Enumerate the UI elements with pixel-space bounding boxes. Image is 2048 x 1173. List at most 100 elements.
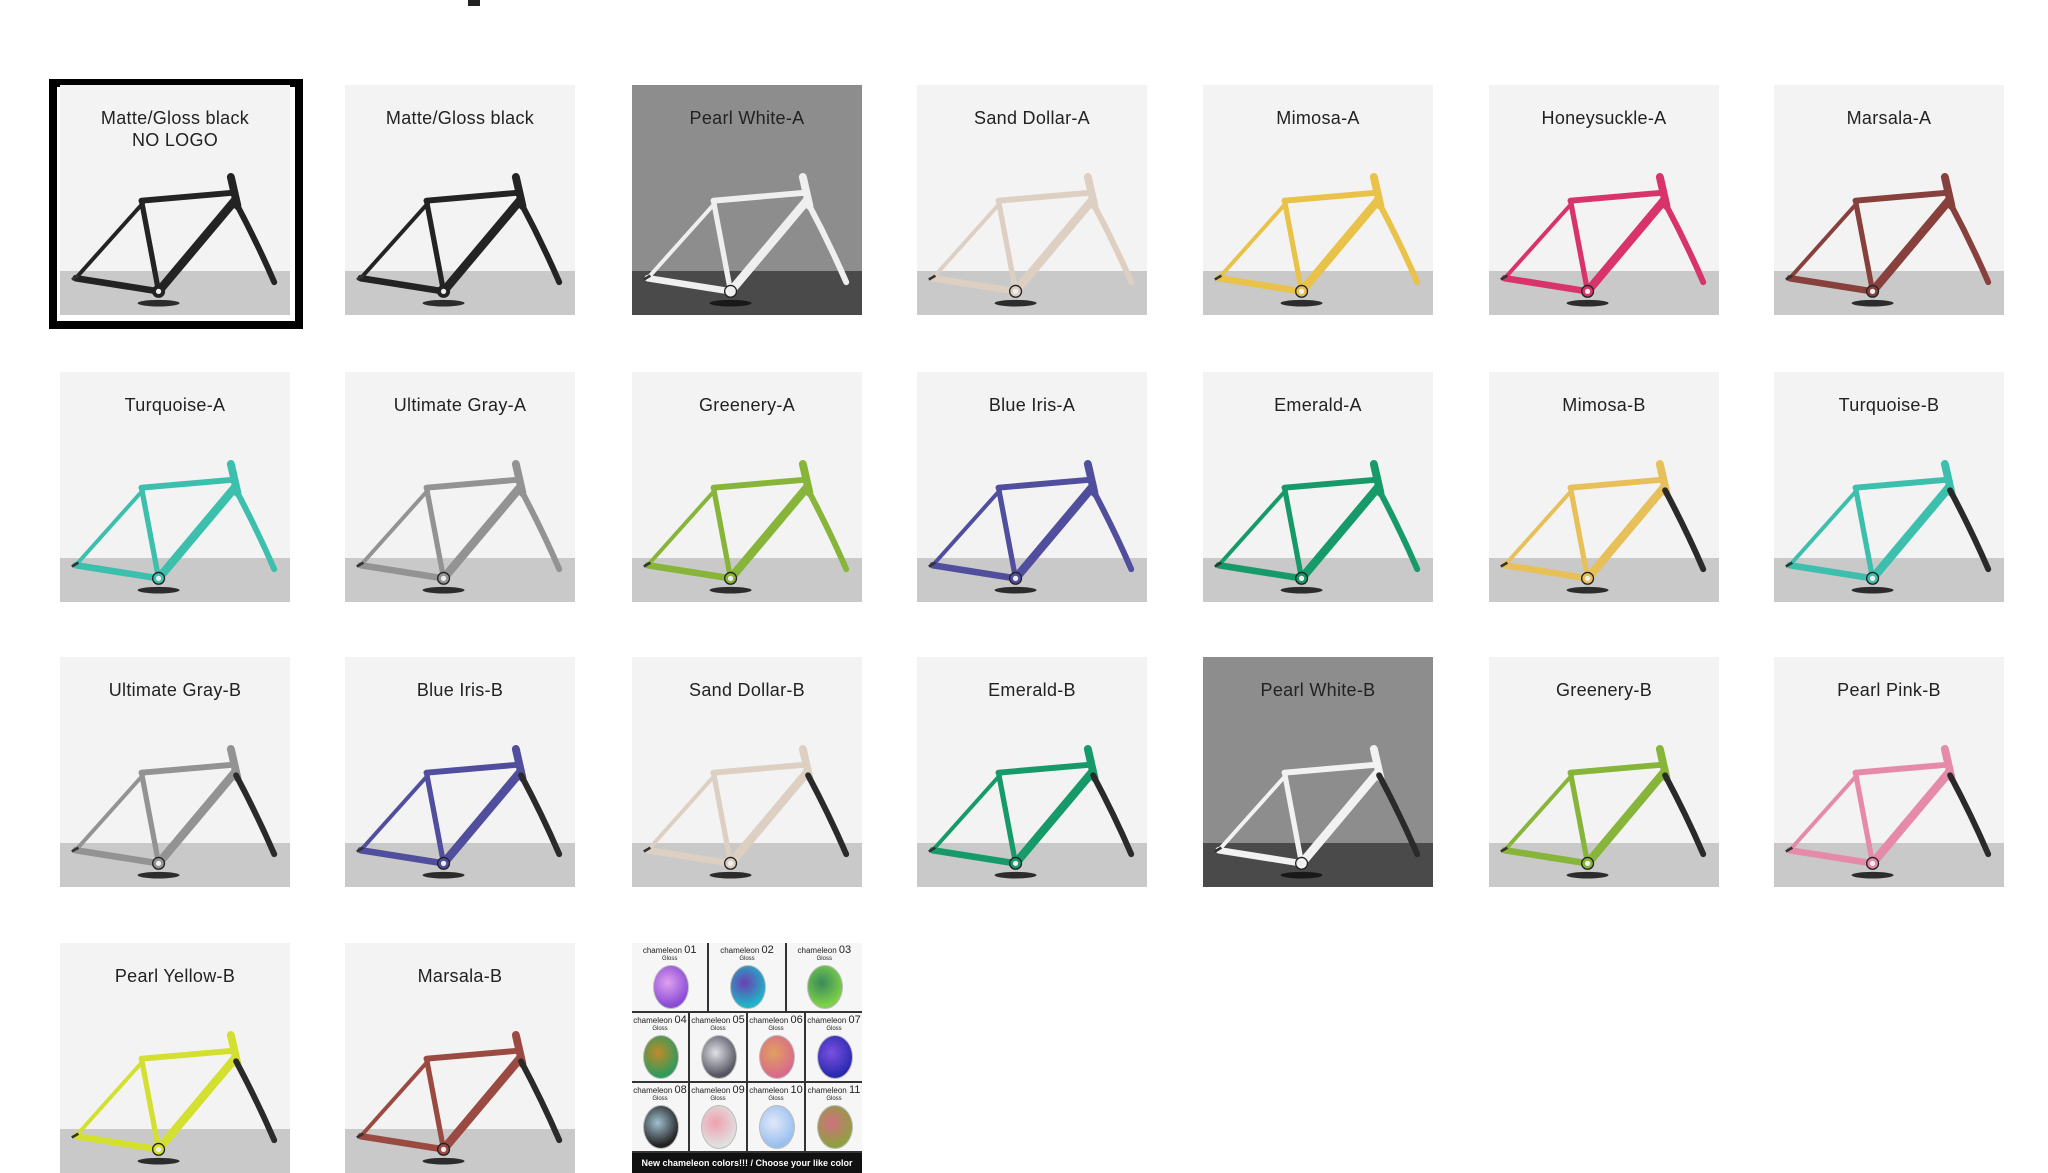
color-option-label: Ultimate Gray-A [393, 395, 527, 415]
color-option-label: Matte/Gloss black [385, 108, 535, 128]
color-option-marsala-b[interactable]: Marsala-B [345, 943, 575, 1173]
color-option-label: Emerald-A [1274, 395, 1362, 415]
bike-frame-image [643, 745, 850, 879]
color-option-label: Pearl Yellow-B [114, 966, 236, 986]
bike-frame-image [1500, 173, 1707, 307]
color-option-label: Marsala-B [417, 966, 503, 986]
color-option-label: Turquoise-B [1838, 395, 1940, 415]
color-option-ultimate-gray-b[interactable]: Ultimate Gray-B [60, 657, 290, 887]
color-option-greenery-a[interactable]: Greenery-A [632, 372, 862, 602]
swatch-sample [701, 1035, 737, 1079]
color-option-pearl-yellow-b[interactable]: Pearl Yellow-B [60, 943, 290, 1173]
swatch-sample [759, 1035, 795, 1079]
color-option-greenery-b[interactable]: Greenery-B [1489, 657, 1719, 887]
swatch-sample [729, 965, 766, 1009]
bike-frame-image [1214, 745, 1421, 879]
color-option-pearl-white-a[interactable]: Pearl White-A [632, 85, 862, 315]
bike-frame-image [643, 173, 850, 307]
bike-frame-image [356, 745, 563, 879]
color-option-turquoise-b[interactable]: Turquoise-B [1774, 372, 2004, 602]
color-option-label: Ultimate Gray-B [108, 680, 242, 700]
color-option-label: Turquoise-A [124, 395, 226, 415]
bike-frame-image [1214, 173, 1421, 307]
bike-frame-image [1785, 745, 1992, 879]
color-option-label: Sand Dollar-A [974, 108, 1090, 128]
color-option-pearl-pink-b[interactable]: Pearl Pink-B [1774, 657, 2004, 887]
swatch-sample [643, 1035, 679, 1079]
bike-frame-image [71, 1031, 278, 1165]
chameleon-footer-text: New chameleon colors!!! / Choose your li… [632, 1153, 862, 1173]
bike-frame-image [928, 173, 1135, 307]
swatch-sample [652, 965, 689, 1009]
bike-frame-image [356, 173, 563, 307]
bike-frame-image [1500, 460, 1707, 594]
bike-frame-image [356, 460, 563, 594]
bike-frame-image [356, 1031, 563, 1165]
bike-frame-image [71, 173, 278, 307]
color-option-ultimate-gray-a[interactable]: Ultimate Gray-A [345, 372, 575, 602]
color-option-blue-iris-b[interactable]: Blue Iris-B [345, 657, 575, 887]
color-option-emerald-b[interactable]: Emerald-B [917, 657, 1147, 887]
color-option-blue-iris-a[interactable]: Blue Iris-A [917, 372, 1147, 602]
color-option-label: Pearl Pink-B [1837, 680, 1941, 700]
color-option-label: Greenery-B [1555, 680, 1653, 700]
swatch-sample [759, 1105, 795, 1149]
color-option-pearl-white-b[interactable]: Pearl White-B [1203, 657, 1433, 887]
swatch-sample [701, 1105, 737, 1149]
color-option-mimosa-a[interactable]: Mimosa-A [1203, 85, 1433, 315]
bike-frame-image [928, 745, 1135, 879]
color-option-sand-dollar-b[interactable]: Sand Dollar-B [632, 657, 862, 887]
heading-fragment [468, 0, 480, 6]
color-option-label: Mimosa-A [1276, 108, 1360, 128]
bike-frame-image [1214, 460, 1421, 594]
color-option-label: Marsala-A [1846, 108, 1932, 128]
color-option-label: Mimosa-B [1562, 395, 1646, 415]
color-option-label: Emerald-B [988, 680, 1076, 700]
color-option-label: Greenery-A [698, 395, 796, 415]
swatch-sample [817, 1105, 853, 1149]
bike-frame-image [1500, 745, 1707, 879]
color-option-turquoise-a[interactable]: Turquoise-A [60, 372, 290, 602]
swatch-sample [817, 1035, 853, 1079]
color-option-label: Pearl White-B [1260, 680, 1376, 700]
bike-frame-image [71, 460, 278, 594]
color-option-mimosa-b[interactable]: Mimosa-B [1489, 372, 1719, 602]
bike-frame-image [1785, 173, 1992, 307]
color-option-honeysuckle-a[interactable]: Honeysuckle-A [1489, 85, 1719, 315]
color-option-label: Honeysuckle-A [1541, 108, 1667, 128]
color-option-label: Pearl White-A [689, 108, 805, 128]
color-option-label: Blue Iris-A [988, 395, 1076, 415]
color-option-marsala-a[interactable]: Marsala-A [1774, 85, 2004, 315]
color-option-matte-gloss-black[interactable]: Matte/Gloss black [345, 85, 575, 315]
color-option-emerald-a[interactable]: Emerald-A [1203, 372, 1433, 602]
bike-frame-image [643, 460, 850, 594]
color-option-sand-dollar-a[interactable]: Sand Dollar-A [917, 85, 1147, 315]
swatch-sample [807, 965, 844, 1009]
